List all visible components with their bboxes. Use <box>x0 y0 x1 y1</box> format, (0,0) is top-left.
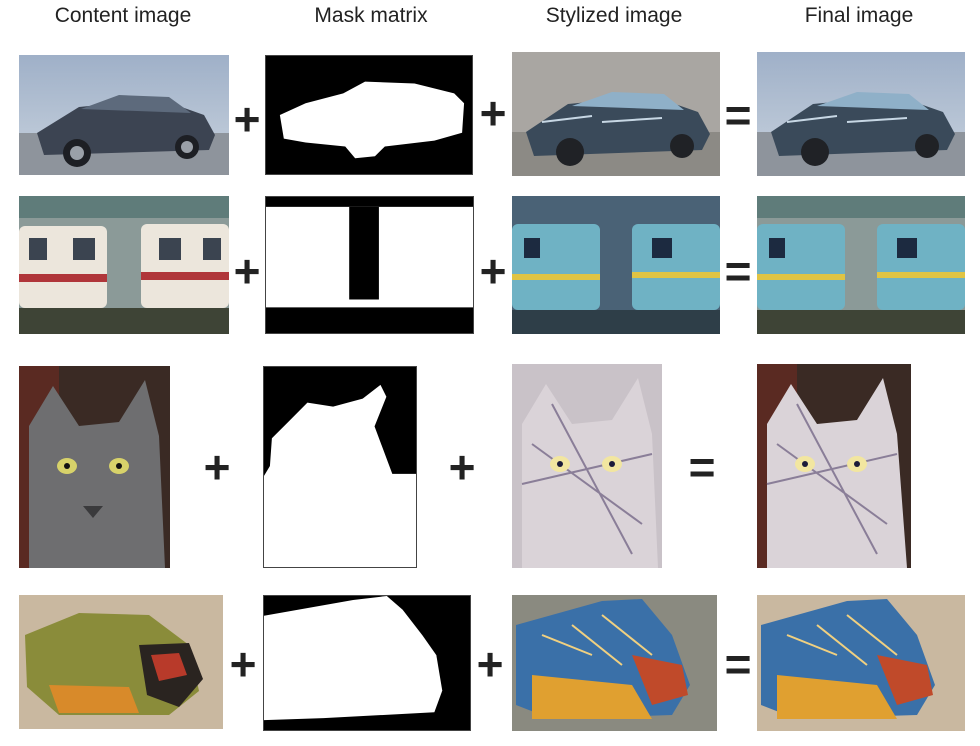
plus-operator: + <box>229 638 257 690</box>
plus-operator: + <box>233 93 261 145</box>
stylized-image-bird <box>512 595 717 731</box>
equals-operator: = <box>724 89 752 141</box>
plus-operator: + <box>448 441 476 493</box>
stylized-image-cat <box>512 364 662 568</box>
equals-operator: = <box>688 441 716 493</box>
content-image-bird <box>19 595 223 729</box>
mask-matrix-cat <box>263 366 417 568</box>
plus-operator: + <box>203 441 231 493</box>
content-image-car <box>19 55 229 175</box>
header-stylized-image: Stylized image <box>545 4 683 27</box>
stylized-image-train <box>512 196 720 334</box>
final-image-bird <box>757 595 965 731</box>
final-image-train <box>757 196 965 334</box>
mask-matrix-train <box>265 196 474 334</box>
plus-operator: + <box>479 245 507 297</box>
content-image-train <box>19 196 229 334</box>
equals-operator: = <box>724 638 752 690</box>
header-mask-matrix: Mask matrix <box>314 4 428 27</box>
plus-operator: + <box>479 87 507 139</box>
plus-operator: + <box>233 245 261 297</box>
stylized-image-car <box>512 52 720 176</box>
plus-operator: + <box>476 638 504 690</box>
final-image-car <box>757 52 965 176</box>
equals-operator: = <box>724 245 752 297</box>
content-image-cat <box>19 366 170 568</box>
mask-matrix-bird <box>263 595 471 731</box>
header-content-image: Content image <box>54 4 192 27</box>
final-image-cat <box>757 364 911 568</box>
mask-matrix-car <box>265 55 473 175</box>
header-final-image: Final image <box>804 4 914 27</box>
